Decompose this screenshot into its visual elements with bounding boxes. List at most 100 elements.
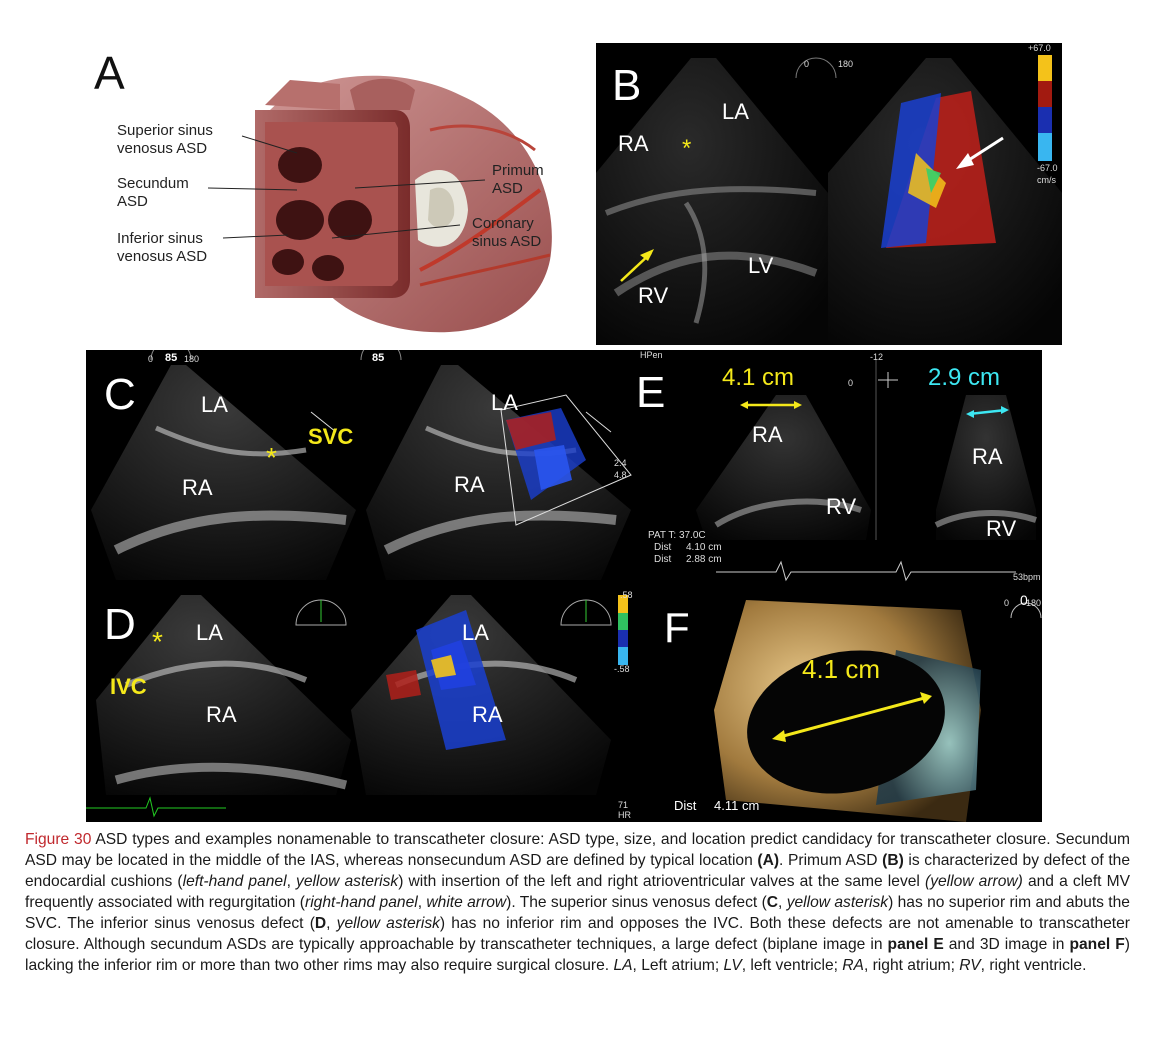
label-secundum: Secundum ASD bbox=[117, 175, 189, 211]
caption-comma2: , bbox=[417, 894, 427, 911]
panel-e: HPen E 4.1 cm 2.9 cm -12 0 RA RV RA RV P… bbox=[636, 350, 1042, 590]
caption-d: D bbox=[314, 915, 327, 932]
caption-p3: is characterized by defect of the endoca… bbox=[25, 852, 1130, 890]
caption-p6: ). The superior sinus venosus defect ( bbox=[506, 894, 767, 911]
panel-d-hr-label: HR bbox=[618, 810, 631, 820]
panel-e-dist2-value: 2.88 cm bbox=[686, 554, 722, 565]
panel-e-ra-left: RA bbox=[752, 422, 783, 447]
caption-p11: , Left atrium; bbox=[632, 957, 724, 974]
panel-c-ra-left: RA bbox=[182, 475, 213, 500]
panel-b-scale-unit: cm/s bbox=[1037, 175, 1056, 185]
panel-b-rv: RV bbox=[638, 283, 669, 308]
panel-e-dist1-label: Dist bbox=[654, 542, 672, 553]
label-secundum-line2: ASD bbox=[117, 193, 148, 210]
caption-warrow: white arrow bbox=[426, 894, 507, 911]
panel-f-dist-label: Dist bbox=[674, 798, 697, 813]
panel-e-rv-left: RV bbox=[826, 494, 857, 519]
panel-c-la-right: LA bbox=[491, 390, 518, 415]
panel-b-scale-bottom: -67.0 bbox=[1037, 163, 1058, 173]
leader-lines bbox=[207, 135, 486, 239]
panel-b-asterisk: * bbox=[682, 135, 692, 162]
caption-panel-e: panel E bbox=[887, 936, 944, 953]
panel-c-asterisk: * bbox=[266, 442, 277, 473]
caption-p1: ASD types and examples nonamenable to tr… bbox=[25, 831, 1130, 869]
caption-p7: ) has no superior rim and abuts the SVC.… bbox=[25, 894, 1130, 932]
caption-p14: , right ventricle. bbox=[980, 957, 1087, 974]
panel-e-pat-t: PAT T: 37.0C bbox=[648, 530, 706, 541]
panel-b-echo-image bbox=[596, 55, 1062, 345]
label-inferior-sinus: Inferior sinus venosus ASD bbox=[117, 230, 207, 266]
caption-p13: , right atrium; bbox=[863, 957, 960, 974]
caption-p5: and a cleft MV frequently associated wit… bbox=[25, 873, 1131, 911]
panel-b-ra: RA bbox=[618, 131, 649, 156]
panel-d-ra-right: RA bbox=[472, 702, 503, 727]
panel-c-angle-right: 85 bbox=[372, 352, 385, 364]
label-secundum-line1: Secundum bbox=[117, 175, 189, 192]
caption-p9: and 3D image in bbox=[943, 936, 1070, 953]
label-primum-line2: ASD bbox=[492, 180, 523, 197]
panel-f-letter: F bbox=[664, 604, 690, 651]
label-inferior-sinus-line2: venosus ASD bbox=[117, 248, 208, 265]
caption-comma1: , bbox=[286, 873, 297, 890]
label-primum: Primum ASD bbox=[492, 162, 544, 198]
caption-p12: , left ventricle; bbox=[741, 957, 843, 974]
label-coronary-sinus: Coronary sinus ASD bbox=[472, 215, 541, 251]
caption-comma3: , bbox=[778, 894, 787, 911]
label-superior-sinus-line2: venosus ASD bbox=[117, 140, 208, 157]
panel-b-angle-0: 0 bbox=[804, 59, 810, 69]
panel-d: D * LA IVC RA LA RA .58 -.58 71 HR bbox=[86, 590, 636, 822]
caption-b: (B) bbox=[882, 852, 904, 869]
panel-b-angle-180: 180 bbox=[838, 59, 854, 69]
panel-f-dist-value: 4.11 cm bbox=[714, 798, 760, 813]
panel-f-angle-0: 0 bbox=[1004, 598, 1010, 608]
panel-c-angle-0: 0 bbox=[148, 354, 154, 364]
panel-e-dist1-value: 4.10 cm bbox=[686, 542, 722, 553]
caption-comma4: , bbox=[326, 915, 337, 932]
heart-illustration bbox=[255, 75, 552, 333]
panel-d-la-left: LA bbox=[196, 620, 223, 645]
caption-lv-abbr: LV bbox=[723, 957, 742, 974]
caption-c: C bbox=[766, 894, 779, 911]
panel-b-la: LA bbox=[722, 99, 749, 124]
panel-d-ra-left: RA bbox=[206, 702, 237, 727]
caption-p2: . Primum ASD bbox=[779, 852, 883, 869]
caption-p10: ) lacking the inferior rim or more than … bbox=[25, 936, 1130, 974]
label-superior-sinus-line1: Superior sinus bbox=[117, 122, 213, 139]
panel-b-letter: B bbox=[612, 61, 642, 110]
panel-f-angle-mid: 0 bbox=[1020, 592, 1028, 608]
figure-caption: Figure 30 ASD types and examples nonamen… bbox=[25, 829, 1130, 976]
panel-f-3d-image bbox=[714, 600, 1042, 822]
panel-d-echo-image bbox=[86, 595, 628, 818]
caption-la-abbr: LA bbox=[613, 957, 633, 974]
caption-ya2: yellow asterisk bbox=[786, 894, 889, 911]
panel-d-la-right: LA bbox=[462, 620, 489, 645]
panel-d-asterisk: * bbox=[152, 626, 163, 657]
panel-e-hpen: HPen bbox=[640, 350, 663, 360]
panel-b-scale-top: +67.0 bbox=[1028, 43, 1051, 53]
caption-ya3: yellow asterisk bbox=[336, 915, 440, 932]
caption-a: (A) bbox=[757, 852, 780, 869]
caption-ra-abbr: RA bbox=[842, 957, 864, 974]
panel-d-hr-value: 71 bbox=[618, 800, 629, 810]
panel-e-ra-right: RA bbox=[972, 444, 1003, 469]
panel-e-angle: -12 bbox=[870, 352, 884, 362]
caption-panel-f: panel F bbox=[1069, 936, 1125, 953]
panel-e-dist2-label: Dist bbox=[654, 554, 672, 565]
panel-e-meas-left: 4.1 cm bbox=[722, 364, 795, 391]
panel-d-scale-top: .58 bbox=[620, 590, 633, 600]
panel-c-scale-1: 2.4 bbox=[614, 458, 627, 468]
panel-e-rv-right: RV bbox=[986, 516, 1017, 541]
panel-b: B LA RA * LV RV +67.0 -67.0 cm/s 0 180 bbox=[596, 43, 1062, 345]
panel-c-scale-2: 4.8 bbox=[614, 470, 627, 480]
panel-c-la-left: LA bbox=[201, 392, 228, 417]
caption-yarrow: (yellow arrow) bbox=[925, 873, 1023, 890]
caption-rv-abbr: RV bbox=[959, 957, 981, 974]
panel-c-angle-left: 85 bbox=[165, 352, 178, 364]
caption-p8: ) has no inferior rim and opposes the IV… bbox=[25, 915, 1130, 953]
panel-e-meas-right: 2.9 cm bbox=[928, 364, 1001, 391]
panel-c-svc: SVC bbox=[308, 424, 354, 449]
caption-ya1: yellow asterisk bbox=[296, 873, 399, 890]
panel-c-letter: C bbox=[104, 370, 136, 419]
label-inferior-sinus-line1: Inferior sinus bbox=[117, 230, 203, 247]
panel-a-letter: A bbox=[94, 47, 125, 99]
